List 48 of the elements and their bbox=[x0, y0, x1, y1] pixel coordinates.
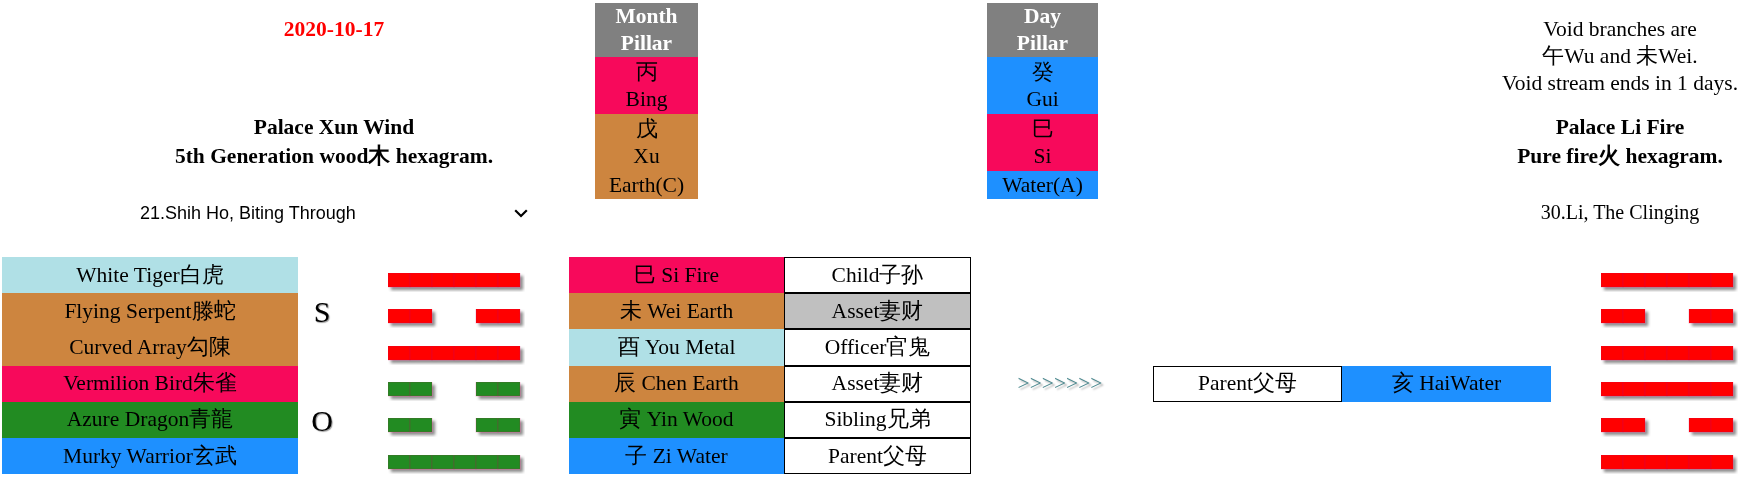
chinese-character: 丙 bbox=[635, 58, 658, 86]
pinyin-text: Gui bbox=[1026, 85, 1059, 113]
marker-letter: O bbox=[311, 404, 333, 438]
header-cell: Day Pillar bbox=[987, 3, 1098, 57]
chinese-character: 巳 bbox=[1031, 115, 1054, 143]
spirit-cell: Murky Warrior玄武 bbox=[2, 438, 298, 475]
branch-cell: 亥 HaiWater bbox=[1342, 365, 1551, 402]
hexagram-subtitle: 5th Generation wood木 hexagram. bbox=[174, 143, 494, 170]
date-heading: 2020-10-17 bbox=[283, 16, 385, 43]
palace-heading: Palace Li Fire bbox=[1555, 114, 1685, 141]
relation-cell: Parent父母 bbox=[1153, 365, 1342, 402]
pinyin-text: Bing bbox=[625, 85, 668, 113]
branch-cell: 未 Wei Earth bbox=[569, 293, 784, 330]
relation-cell: Asset妻财 bbox=[784, 365, 971, 402]
element-cell: Earth(C) bbox=[595, 171, 698, 199]
relation-cell: Sibling兄弟 bbox=[784, 401, 971, 438]
pinyin-text: Si bbox=[1033, 142, 1052, 170]
marker-letter: S bbox=[313, 295, 331, 329]
branch-cell bbox=[987, 114, 1098, 171]
chinese-character: 癸 bbox=[1031, 58, 1054, 86]
chevron-arrows: >>>>>>> bbox=[1017, 370, 1103, 397]
pinyin-text: Xu bbox=[633, 142, 660, 170]
spirit-cell: Curved Array勾陳 bbox=[2, 329, 298, 366]
palace-heading: Palace Xun Wind bbox=[253, 114, 415, 141]
branch-cell bbox=[595, 114, 698, 171]
hexagram-title: 21.Shih Ho, Biting Through bbox=[140, 202, 356, 224]
branch-cell: 子 Zi Water bbox=[569, 438, 784, 475]
relation-cell: Asset妻财 bbox=[784, 293, 971, 330]
void-stream-note: Void stream ends in 1 days. bbox=[1501, 70, 1739, 97]
element-cell: Water(A) bbox=[987, 171, 1098, 199]
hexagram-title: 30.Li, The Clinging bbox=[1540, 200, 1700, 226]
spirit-cell: Azure Dragon青龍 bbox=[2, 401, 298, 438]
relation-cell: Officer官鬼 bbox=[784, 329, 971, 366]
branch-cell: 辰 Chen Earth bbox=[569, 365, 784, 402]
header-cell: Month Pillar bbox=[595, 3, 698, 57]
branch-cell: 酉 You Metal bbox=[569, 329, 784, 366]
hexagram-subtitle: Pure fire火 hexagram. bbox=[1517, 143, 1723, 170]
void-branches-note: Void branches are 午Wu and 未Wei. bbox=[1541, 16, 1699, 70]
relation-cell: Parent父母 bbox=[784, 438, 971, 475]
chinese-character: 戊 bbox=[635, 115, 658, 143]
stem-cell bbox=[595, 57, 698, 114]
relation-cell: Child子孙 bbox=[784, 257, 971, 294]
branch-cell: 寅 Yin Wood bbox=[569, 401, 784, 438]
spirit-cell: Flying Serpent滕蛇 bbox=[2, 293, 298, 330]
spirit-cell: White Tiger白虎 bbox=[2, 257, 298, 294]
stem-cell bbox=[987, 57, 1098, 114]
branch-cell: 巳 Si Fire bbox=[569, 257, 784, 294]
spirit-cell: Vermilion Bird朱雀 bbox=[2, 365, 298, 402]
